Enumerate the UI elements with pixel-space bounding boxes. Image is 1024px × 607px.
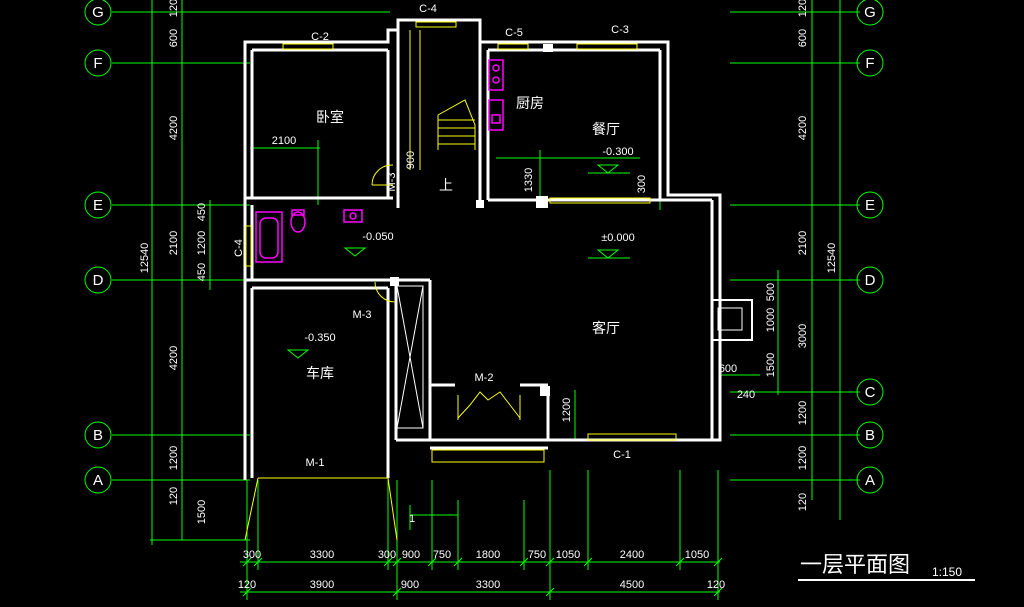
dim-right-inner-1500: 1500	[765, 353, 777, 377]
grid-lines	[112, 0, 860, 600]
dim-left-total: 12540	[139, 243, 151, 274]
dim-right-120-bottom: 120	[797, 493, 809, 511]
level-dining: -0.300	[602, 146, 633, 158]
axis-bubbles-right	[856, 0, 884, 494]
dim-fireplace-depth: 240	[737, 389, 755, 401]
dim-left-600: 600	[168, 29, 180, 47]
dim-dining-height: 300	[636, 175, 648, 193]
dim-right-120-top: 120	[797, 0, 809, 17]
dim-bottom2-900: 900	[401, 579, 419, 591]
dim-right-inner-1000: 1000	[765, 308, 777, 332]
dim-left-120-top: 120	[168, 0, 180, 17]
dim-bottom2-120a: 120	[238, 579, 256, 591]
dim-right-4200: 4200	[797, 116, 809, 140]
axis-label-left-b: B	[93, 427, 103, 444]
dim-kitchen-height: 1330	[523, 168, 535, 192]
axis-label-left-e: E	[93, 197, 103, 214]
dim-bottom2-120b: 120	[707, 579, 725, 591]
windows	[244, 21, 677, 541]
dim-bottom1-300b: 300	[378, 549, 396, 561]
dim-right-inner-500: 500	[765, 283, 777, 301]
dim-left-2100: 2100	[168, 231, 180, 255]
door-m1: M-1	[306, 457, 325, 469]
window-c1: C-1	[613, 449, 631, 461]
room-dining: 餐厅	[592, 122, 620, 138]
axis-bubbles-left	[84, 0, 112, 494]
dim-left-120-bottom: 120	[168, 487, 180, 505]
door-m2: M-2	[475, 372, 494, 384]
axis-label-right-a: A	[865, 472, 875, 489]
dim-left-4200-bottom: 4200	[168, 346, 180, 370]
dim-left-1200: 1200	[168, 446, 180, 470]
axis-label-left-f: F	[93, 55, 102, 72]
dim-left-inner-450a: 450	[196, 203, 208, 221]
dim-right-1200b: 1200	[797, 446, 809, 470]
level-marks	[286, 164, 630, 359]
axis-label-right-e: E	[865, 197, 875, 214]
room-bedroom: 卧室	[316, 109, 344, 126]
axis-label-right-f: F	[865, 55, 874, 72]
axis-label-right-g: G	[864, 4, 876, 21]
dim-bottom1-750b: 750	[528, 549, 546, 561]
door-m3-lower: M-3	[353, 309, 372, 321]
dim-bottom1-900: 900	[402, 549, 420, 561]
dim-left-4200-top: 4200	[168, 116, 180, 140]
dim-right-600: 600	[797, 29, 809, 47]
window-c4-side: C-4	[233, 239, 245, 257]
stairs-up-label: 上	[439, 178, 453, 194]
dim-fireplace-width: 600	[719, 363, 737, 375]
dim-stair-height: 900	[405, 151, 417, 169]
room-garage: 车库	[306, 365, 334, 382]
fixtures	[255, 59, 504, 263]
dim-bottom1-1050a: 1050	[556, 549, 580, 561]
drawing-scale: 1:150	[932, 565, 962, 579]
dim-left-inner-1200: 1200	[196, 231, 208, 255]
dim-bottom1-2400: 2400	[620, 549, 644, 561]
dim-bottom2-4500: 4500	[620, 579, 644, 591]
dim-bottom1-300a: 300	[243, 549, 261, 561]
window-c3: C-3	[611, 24, 629, 36]
dim-bottom2-3900: 3900	[310, 579, 334, 591]
dim-entry-marker: 1	[409, 513, 415, 525]
dim-bottom1-3300: 3300	[310, 549, 334, 561]
window-c2: C-2	[311, 31, 329, 43]
dim-bottom2-3300: 3300	[476, 579, 500, 591]
axis-label-left-g: G	[92, 4, 104, 21]
door-m3-upper: M-3	[386, 173, 398, 192]
dim-right-3000: 3000	[797, 324, 809, 348]
walls	[243, 18, 753, 480]
dim-bottom1-1800: 1800	[476, 549, 500, 561]
drawing-title: 一层平面图	[800, 553, 910, 578]
dim-right-1200a: 1200	[797, 401, 809, 425]
dim-left-inner-450b: 450	[196, 263, 208, 281]
dim-bottom1-1050b: 1050	[685, 549, 709, 561]
dim-bottom1-750a: 750	[433, 549, 451, 561]
window-c4-top: C-4	[419, 3, 437, 15]
dim-living-stair: 1200	[561, 398, 573, 422]
dim-right-2100: 2100	[797, 231, 809, 255]
window-c5: C-5	[505, 27, 523, 39]
level-living: ±0.000	[601, 232, 635, 244]
axis-label-right-b: B	[865, 427, 875, 444]
room-kitchen: 厨房	[516, 96, 544, 112]
axis-label-right-c: C	[865, 384, 876, 401]
axis-label-right-d: D	[865, 272, 876, 289]
level-bath: -0.050	[362, 231, 393, 243]
axis-label-left-a: A	[93, 472, 103, 489]
room-living: 客厅	[592, 320, 620, 337]
axis-label-left-d: D	[93, 272, 104, 289]
dim-bedroom-width: 2100	[272, 135, 296, 147]
level-garage: -0.350	[304, 332, 335, 344]
dim-left-1500: 1500	[196, 500, 208, 524]
dim-right-total: 12540	[826, 243, 838, 274]
